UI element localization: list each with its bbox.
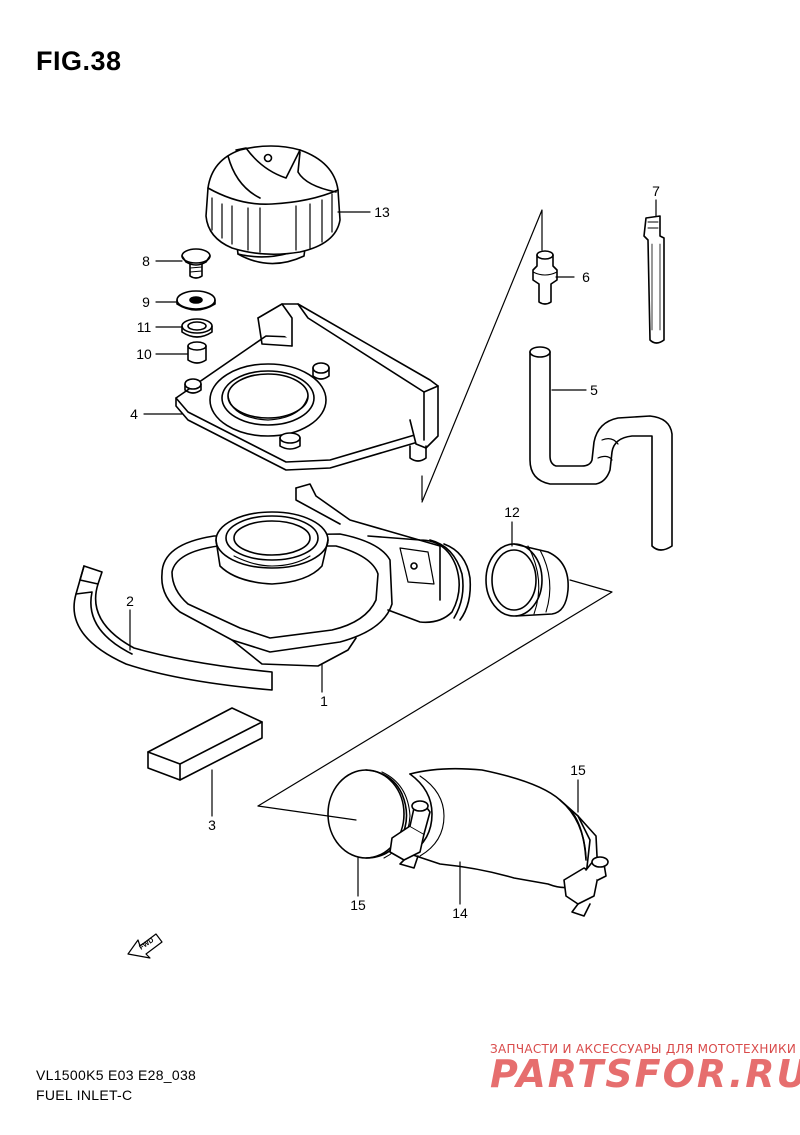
callout-8: 8 bbox=[142, 253, 150, 269]
model-code: VL1500K5 E03 E28_038 bbox=[36, 1067, 197, 1083]
fwd-arrow-icon: FWD bbox=[127, 933, 163, 959]
figure-caption: FUEL INLET-C bbox=[36, 1087, 133, 1103]
part-8-bolt bbox=[181, 248, 211, 279]
part-15-clamp-left bbox=[327, 769, 431, 869]
callout-12: 12 bbox=[504, 504, 520, 520]
part-12-joint-ring bbox=[485, 543, 569, 617]
part-9-washer bbox=[176, 290, 216, 311]
part-3-pad bbox=[147, 707, 263, 781]
callout-6: 6 bbox=[582, 269, 590, 285]
part-6-nipple bbox=[532, 250, 558, 305]
part-4-filler-bracket bbox=[175, 303, 439, 471]
watermark-brand: PARTSFOR.RU bbox=[490, 1052, 800, 1096]
callout-2: 2 bbox=[126, 593, 134, 609]
callout-7: 7 bbox=[652, 183, 660, 199]
part-14-duct bbox=[409, 767, 591, 889]
part-1-filler-body bbox=[161, 483, 472, 667]
callout-5: 5 bbox=[590, 382, 598, 398]
part-10-collar bbox=[187, 341, 207, 364]
callout-11: 11 bbox=[137, 319, 152, 335]
callout-3: 3 bbox=[208, 817, 216, 833]
part-15-clamp-right bbox=[563, 811, 609, 917]
figure-title: FIG.38 bbox=[36, 46, 122, 76]
part-7-strap bbox=[643, 215, 665, 344]
callout-14: 14 bbox=[452, 905, 468, 921]
callout-15-left: 15 bbox=[350, 897, 366, 913]
callout-10: 10 bbox=[136, 346, 152, 362]
callout-9: 9 bbox=[142, 294, 150, 310]
callout-labels: 1 2 3 4 5 6 7 8 9 11 10 12 13 14 15 15 bbox=[126, 183, 660, 921]
callout-13: 13 bbox=[374, 204, 390, 220]
callout-1: 1 bbox=[320, 693, 328, 709]
part-2-seal-strip bbox=[73, 565, 273, 691]
callout-4: 4 bbox=[130, 406, 138, 422]
part-13-fuel-cap bbox=[205, 145, 341, 265]
leader-lines bbox=[129, 199, 657, 905]
callout-15-right: 15 bbox=[570, 762, 586, 778]
watermark-tagline: ЗАПЧАСТИ И АКСЕССУАРЫ ДЛЯ МОТОТЕХНИКИ bbox=[490, 1042, 797, 1056]
part-5-hose bbox=[529, 346, 673, 551]
guide-lines bbox=[257, 209, 613, 821]
part-11-grommet bbox=[181, 318, 213, 338]
